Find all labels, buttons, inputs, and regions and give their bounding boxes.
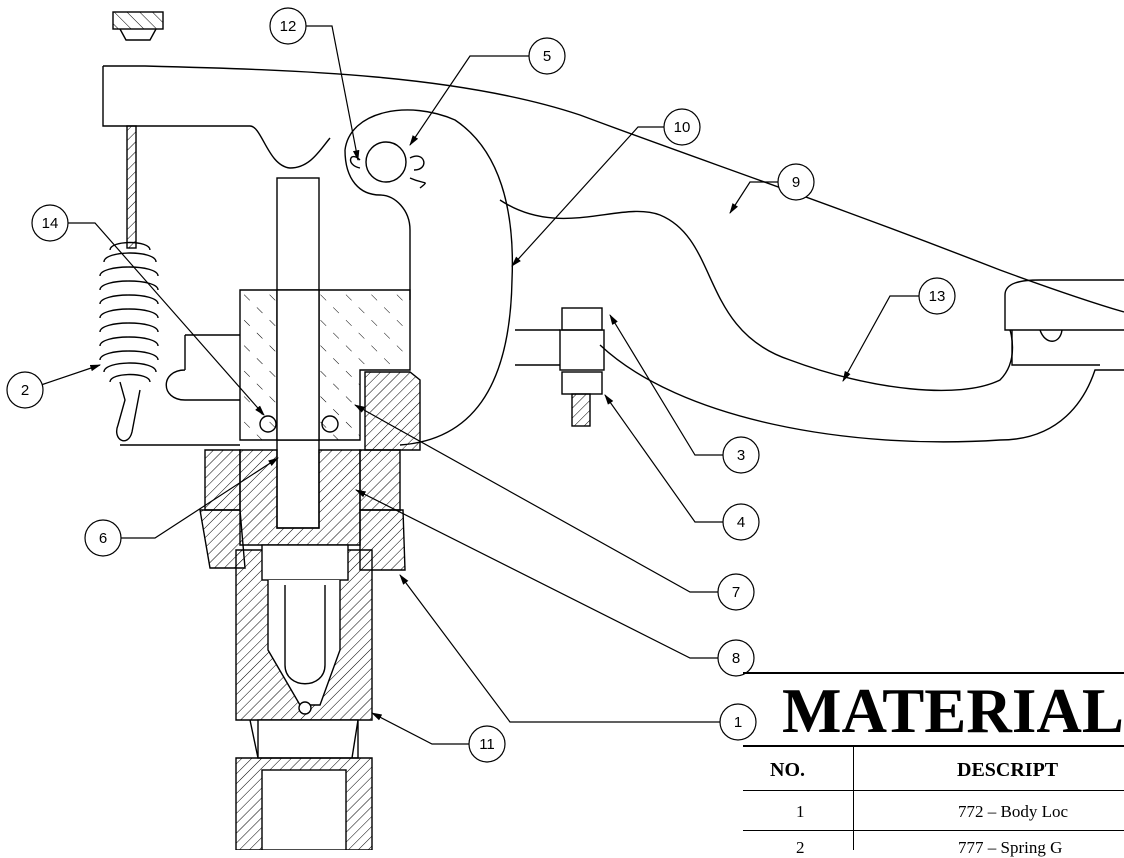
table-rule [743,745,1124,747]
upper-body [239,289,411,441]
svg-text:3: 3 [737,447,745,464]
row-2-description: 777 – Spring G [958,838,1063,857]
svg-text:7: 7 [732,584,740,601]
callout-12: 12 [269,7,307,45]
svg-text:9: 9 [792,174,800,191]
knurled-knob [112,11,164,41]
row-1-description: 772 – Body Loc [958,802,1069,821]
row-1-no: 1 [796,802,805,821]
callout-1: 1 [719,703,757,741]
adjusting-bolt [559,307,605,427]
svg-text:5: 5 [543,48,551,65]
callout-7: 7 [717,573,755,611]
table-rule [743,830,1124,831]
svg-text:6: 6 [99,530,107,547]
callout-9: 9 [777,163,815,201]
svg-text:12: 12 [280,18,297,35]
callout-8: 8 [717,639,755,677]
table-column-divider [853,747,854,850]
svg-text:11: 11 [479,736,495,753]
callout-3: 3 [722,436,760,474]
table-rule [743,790,1124,791]
materials-table-title: MATERIAL [782,676,1124,746]
body-lock [199,449,406,571]
adjusting-screw [126,125,137,249]
body-tube [235,544,373,850]
svg-text:1: 1 [734,714,742,731]
callout-2: 2 [6,371,44,409]
callout-10: 10 [663,108,701,146]
callout-5: 5 [528,37,566,75]
callout-11: 11 [468,725,506,763]
header-no: NO. [770,759,805,781]
callout-4: 4 [722,503,760,541]
row-2-no: 2 [796,838,805,857]
table-top-rule [743,672,1124,674]
lower-lever [499,199,1124,443]
callout-6: 6 [84,519,122,557]
svg-text:8: 8 [732,650,740,667]
svg-text:14: 14 [42,215,59,232]
callout-14: 14 [31,204,69,242]
lever-arm [102,65,1124,313]
svg-text:2: 2 [21,382,29,399]
spring [99,241,159,442]
callout-13: 13 [918,277,956,315]
pivot-pin [365,141,407,183]
svg-text:4: 4 [737,514,745,531]
svg-text:13: 13 [929,288,946,305]
svg-text:10: 10 [674,119,691,136]
header-description: DESCRIPT [957,759,1059,781]
